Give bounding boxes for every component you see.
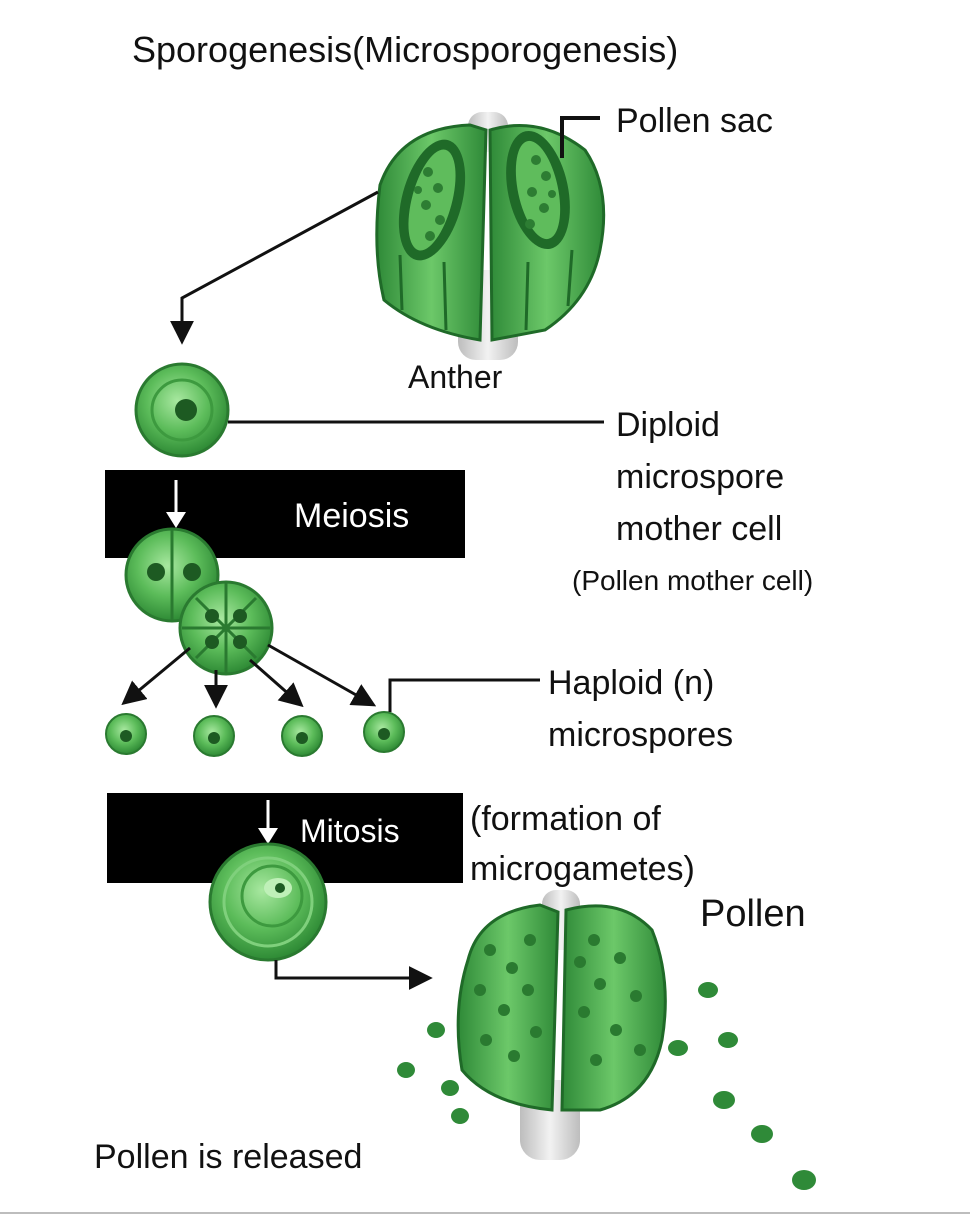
anther-bottom-texture xyxy=(474,934,646,1066)
haploid-leader xyxy=(388,678,540,712)
diploid-label-line2: microspore xyxy=(616,458,784,496)
haploid-label-line1: Haploid (n) xyxy=(548,664,714,702)
arrow-to-microspore-3 xyxy=(249,658,304,708)
haploid-label-line2: microspores xyxy=(548,716,733,754)
pollen-to-anther-arrow xyxy=(274,960,433,990)
arrow-to-microspore-1 xyxy=(121,646,191,706)
anther-bottom-lobe-right xyxy=(560,904,667,1112)
formation-label-line1: (formation of xyxy=(470,800,661,838)
anther-bottom xyxy=(456,890,667,1160)
anther-top xyxy=(375,112,606,360)
pollen-sac-right-inner xyxy=(515,140,561,240)
microspores xyxy=(105,711,405,757)
meiosis-arrow-head xyxy=(166,512,186,528)
pollen-grain-generative-nucleus xyxy=(275,883,285,893)
anther-ridges xyxy=(398,249,574,331)
diploid-label-line1: Diploid xyxy=(616,406,720,444)
mother-cell-nucleus xyxy=(175,399,197,421)
meiosis-label: Meiosis xyxy=(294,497,409,535)
mitosis-label: Mitosis xyxy=(300,813,400,849)
diploid-label-line3: mother cell xyxy=(616,510,782,548)
diagram-title: Sporogenesis(Microsporogenesis) xyxy=(132,29,678,70)
released-pollen-grains xyxy=(397,982,816,1190)
diploid-mother-cell xyxy=(134,362,230,458)
tetrad-cell xyxy=(178,580,274,676)
pollen-sac-label: Pollen sac xyxy=(616,102,773,140)
pollen-sac-grains xyxy=(414,155,556,241)
pollen-mother-cell-label: (Pollen mother cell) xyxy=(572,565,813,596)
mitosis-arrow-head xyxy=(258,828,278,844)
formation-label-line2: microgametes) xyxy=(470,850,695,888)
pollen-label: Pollen xyxy=(700,893,806,935)
anther-label: Anther xyxy=(408,359,503,395)
pollen-sac-left-inner xyxy=(408,149,456,251)
pollen-grain xyxy=(208,842,328,962)
pollen-sac-leader xyxy=(560,116,600,158)
sac-to-mother-cell-arrow xyxy=(170,190,379,345)
arrow-to-microspore-4 xyxy=(267,643,377,707)
pollen-released-label: Pollen is released xyxy=(94,1138,362,1176)
